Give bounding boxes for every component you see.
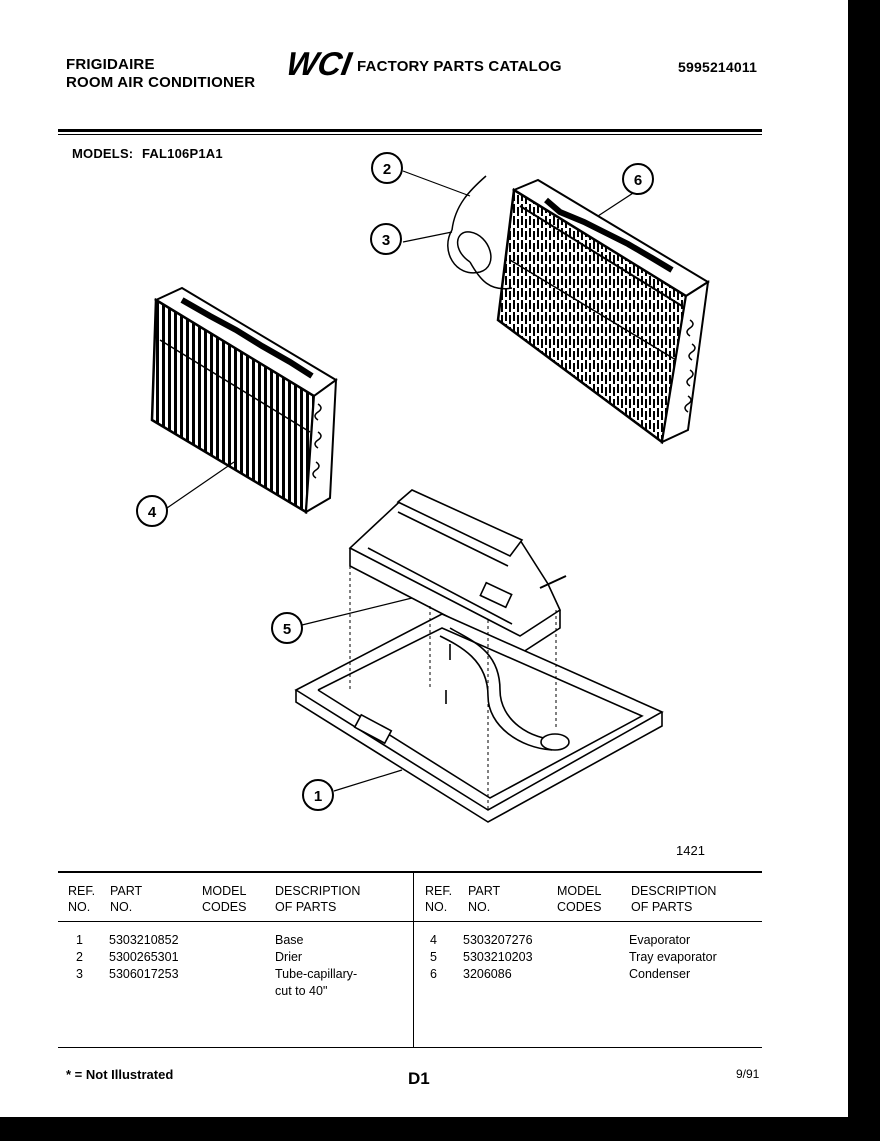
logo-text: WCI (288, 46, 354, 80)
table-row-desc: Condenser (629, 967, 691, 981)
table-row-ref: 6 (430, 967, 437, 981)
table-row-part: 5303210852 (109, 933, 179, 947)
drier-and-capillary (447, 175, 513, 290)
svg-text:4: 4 (148, 504, 157, 521)
svg-text:6: 6 (634, 172, 642, 189)
models-label: MODELS: (72, 146, 134, 161)
diagram-id: 1421 (676, 843, 705, 858)
condenser-coil (496, 178, 710, 445)
svg-text:5: 5 (283, 621, 291, 638)
header-ref-right: REF.NO. (425, 884, 453, 914)
revision-date: 9/91 (736, 1067, 760, 1081)
wci-logo: WCI (288, 46, 354, 80)
table-row-ref: 5 (430, 950, 437, 964)
table-row-desc: Drier (275, 950, 303, 964)
table-divider (413, 872, 414, 1048)
brand-name: FRIGIDAIRE (66, 56, 155, 73)
not-illustrated-note: * = Not Illustrated (66, 1067, 174, 1082)
tray-evaporator (348, 489, 567, 655)
callout-6: 6 (622, 163, 654, 195)
catalog-number: 5995214011 (678, 59, 758, 75)
table-row-desc: Base (275, 933, 304, 947)
callout-3: 3 (370, 223, 402, 255)
catalog-page: FRIGIDAIRE ROOM AIR CONDITIONER WCI FACT… (0, 0, 848, 1117)
svg-text:1: 1 (314, 788, 322, 805)
table-bottom-rule (58, 1047, 762, 1048)
evaporator-coil (150, 286, 338, 515)
table-row-ref: 4 (430, 933, 437, 947)
svg-text:3: 3 (382, 232, 390, 249)
table-row-part: 5306017253 (109, 967, 179, 981)
table-row-desc: Tube-capillary- (275, 967, 358, 981)
table-row-part: 5300265301 (109, 950, 179, 964)
table-row-ref: 1 (76, 933, 83, 947)
table-row-desc-cont: cut to 40" (275, 984, 328, 998)
header-rule (58, 129, 762, 132)
callout-1: 1 (302, 779, 334, 811)
header-rule-thin (58, 134, 762, 135)
table-row-part: 5303210203 (463, 950, 533, 964)
callout-2: 2 (371, 152, 403, 184)
callout-5: 5 (271, 612, 303, 644)
table-row-desc: Evaporator (629, 933, 691, 947)
header-ref: REF.NO. (68, 884, 96, 914)
page-number: D1 (408, 1069, 430, 1088)
table-header-rule (58, 921, 762, 922)
table-row-ref: 2 (76, 950, 83, 964)
table-row-desc: Tray evaporator (629, 950, 717, 964)
table-top-rule (58, 871, 762, 873)
base-pan (294, 566, 664, 823)
model-number: FAL106P1A1 (142, 146, 223, 161)
exploded-diagram: 2 3 6 4 5 1 (136, 152, 710, 823)
catalog-title: FACTORY PARTS CATALOG (357, 58, 562, 75)
table-row-ref: 3 (76, 967, 83, 981)
table-row-part: 3206086 (463, 967, 512, 981)
table-row-part: 5303207276 (463, 933, 533, 947)
callout-4: 4 (136, 495, 168, 527)
svg-text:2: 2 (383, 161, 391, 178)
product-type: ROOM AIR CONDITIONER (66, 74, 256, 91)
